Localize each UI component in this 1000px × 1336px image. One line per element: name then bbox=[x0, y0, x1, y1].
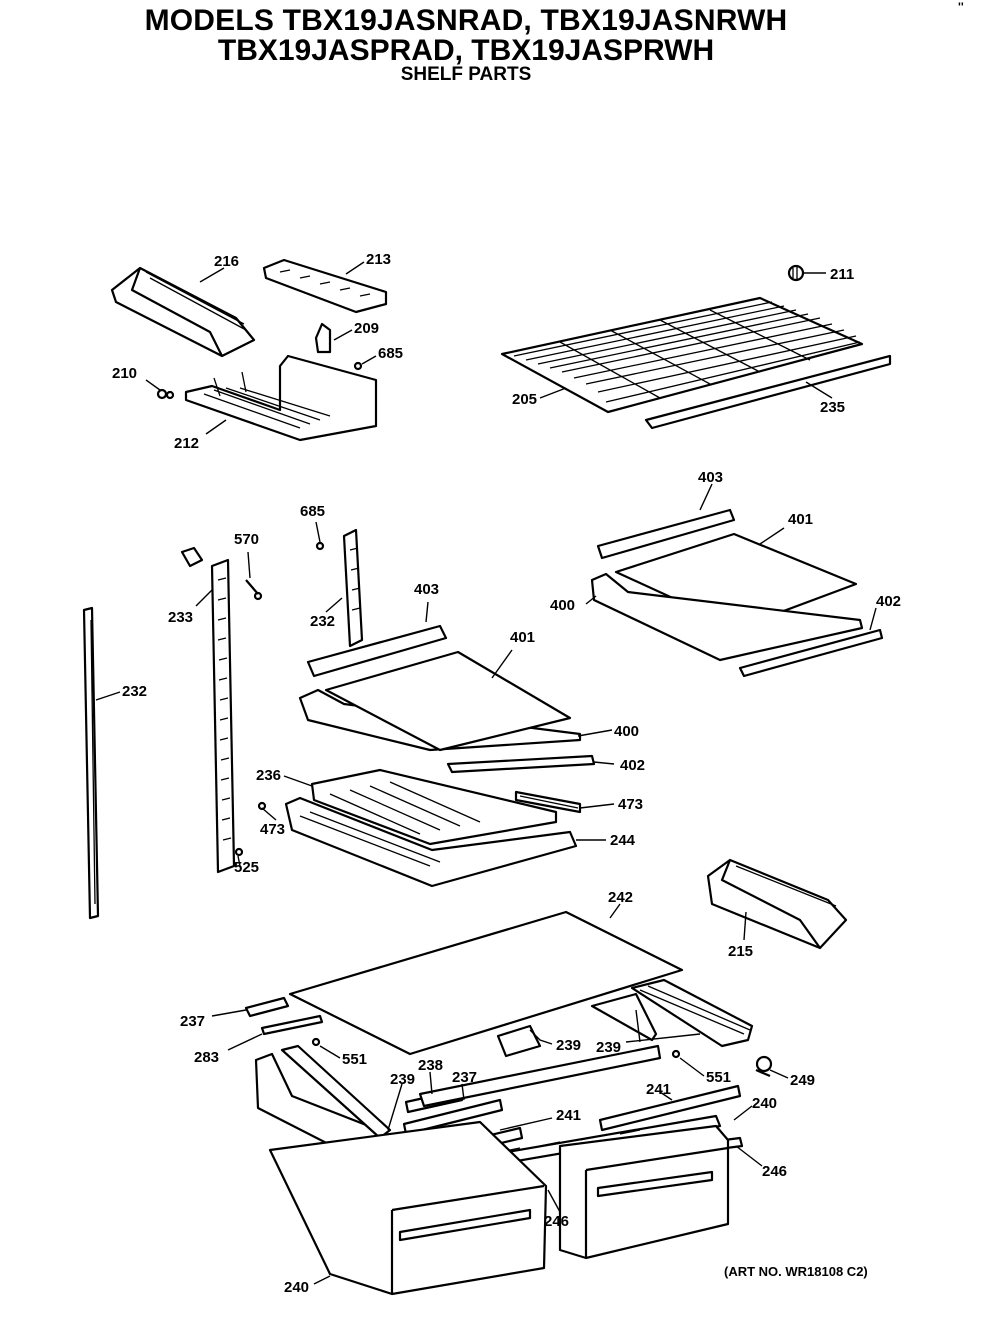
callout-205: 205 bbox=[512, 391, 537, 408]
part-473-rail-right bbox=[514, 790, 582, 814]
callout-401-left: 401 bbox=[510, 629, 535, 646]
callout-473-right: 473 bbox=[618, 796, 643, 813]
callout-211: 211 bbox=[830, 266, 854, 283]
part-401-glass-left bbox=[324, 650, 572, 752]
callout-403-right: 403 bbox=[698, 469, 723, 486]
callout-249: 249 bbox=[790, 1072, 815, 1089]
part-403-trim-right bbox=[596, 508, 736, 560]
callout-235: 235 bbox=[820, 399, 845, 416]
part-283-trim bbox=[260, 1014, 324, 1036]
part-685-screw-top bbox=[353, 361, 363, 371]
callout-239-center: 239 bbox=[556, 1037, 581, 1054]
part-249-roller bbox=[755, 1055, 773, 1078]
callout-216: 216 bbox=[214, 253, 239, 270]
part-400-frame-right bbox=[590, 572, 864, 662]
callout-239-right: 239 bbox=[596, 1039, 621, 1056]
part-402-trim-left bbox=[446, 754, 596, 774]
part-236-frame bbox=[310, 768, 558, 846]
callout-400-left: 400 bbox=[614, 723, 639, 740]
callout-232-left: 232 bbox=[122, 683, 147, 700]
callout-237-left: 237 bbox=[180, 1013, 205, 1030]
callout-402-right: 402 bbox=[876, 593, 901, 610]
part-232-rail-left bbox=[82, 606, 100, 920]
part-211-cap bbox=[787, 264, 805, 282]
callout-212: 212 bbox=[174, 435, 199, 452]
part-242-glass bbox=[288, 910, 684, 1056]
callout-246-left: 246 bbox=[544, 1213, 569, 1230]
part-240-drawer-left bbox=[268, 1120, 548, 1296]
callout-237-right: 237 bbox=[452, 1069, 477, 1086]
callout-labels: 216 213 211 209 685 210 212 205 235 685 … bbox=[112, 251, 901, 1296]
callout-236: 236 bbox=[256, 767, 281, 784]
part-570-screw bbox=[245, 579, 263, 601]
part-473-clip-left bbox=[257, 801, 267, 811]
part-216-bin bbox=[110, 266, 256, 358]
leader-lines bbox=[95, 261, 877, 1285]
part-244-drawer-frame bbox=[284, 796, 578, 888]
callout-402-left: 402 bbox=[620, 757, 645, 774]
part-212-bracket bbox=[184, 354, 378, 442]
part-233-cap bbox=[180, 546, 204, 568]
part-209-clip bbox=[314, 322, 332, 354]
callout-551-right: 551 bbox=[706, 1069, 731, 1086]
callout-215: 215 bbox=[728, 943, 753, 960]
diagram-subtitle: SHELF PARTS bbox=[400, 64, 532, 85]
part-525-screw bbox=[234, 847, 244, 857]
callout-570: 570 bbox=[234, 531, 259, 548]
callout-209: 209 bbox=[354, 320, 379, 337]
part-235-trim bbox=[644, 354, 892, 430]
callout-240-right: 240 bbox=[752, 1095, 777, 1112]
callout-685-mid: 685 bbox=[300, 503, 325, 520]
part-240-drawer-right bbox=[558, 1124, 730, 1260]
diagram-title-line-2: TBX19JASPRAD, TBX19JASPRWH bbox=[217, 34, 715, 67]
part-205-wire-shelf bbox=[500, 296, 864, 414]
callout-240-left: 240 bbox=[284, 1279, 309, 1296]
part-551-clip-left bbox=[311, 1037, 321, 1047]
part-232-rail-mid bbox=[342, 528, 364, 648]
part-210-clip bbox=[156, 388, 175, 400]
callout-400-right: 400 bbox=[550, 597, 575, 614]
part-551-clip-right bbox=[671, 1049, 681, 1059]
part-237-bracket-left bbox=[244, 996, 290, 1018]
callout-241-left: 241 bbox=[556, 1107, 581, 1124]
part-215-bin bbox=[706, 858, 848, 950]
callout-233: 233 bbox=[168, 609, 193, 626]
art-number: (ART NO. WR18108 C2) bbox=[724, 1264, 868, 1279]
callout-283: 283 bbox=[194, 1049, 219, 1066]
callout-401-right: 401 bbox=[788, 511, 813, 528]
part-rail-center bbox=[210, 558, 236, 874]
part-402-trim-right bbox=[738, 628, 884, 678]
part-241-trim-right bbox=[598, 1084, 742, 1132]
callout-238: 238 bbox=[418, 1057, 443, 1074]
callout-551-left: 551 bbox=[342, 1051, 367, 1068]
page-corner-mark: '' bbox=[958, 0, 964, 14]
callout-403-left: 403 bbox=[414, 581, 439, 598]
callout-685: 685 bbox=[378, 345, 403, 362]
part-239-slides bbox=[496, 978, 754, 1058]
callout-210: 210 bbox=[112, 365, 137, 382]
callout-241-right: 241 bbox=[646, 1081, 671, 1098]
diagram-title-line-1: MODELS TBX19JASNRAD, TBX19JASNRWH bbox=[144, 4, 788, 37]
callout-232-mid: 232 bbox=[310, 613, 335, 630]
part-crisper-cover-bar bbox=[418, 1044, 662, 1108]
callout-213: 213 bbox=[366, 251, 391, 268]
callout-244: 244 bbox=[610, 832, 636, 849]
part-685-screw-mid bbox=[315, 541, 325, 551]
part-213-rack bbox=[262, 258, 388, 314]
callout-525: 525 bbox=[234, 859, 259, 876]
callout-473-left: 473 bbox=[260, 821, 285, 838]
callout-239-left: 239 bbox=[390, 1071, 415, 1088]
part-403-trim-left bbox=[306, 624, 448, 678]
callout-246-right: 246 bbox=[762, 1163, 787, 1180]
part-237-bracket-right bbox=[402, 1098, 504, 1136]
callout-242: 242 bbox=[608, 889, 633, 906]
